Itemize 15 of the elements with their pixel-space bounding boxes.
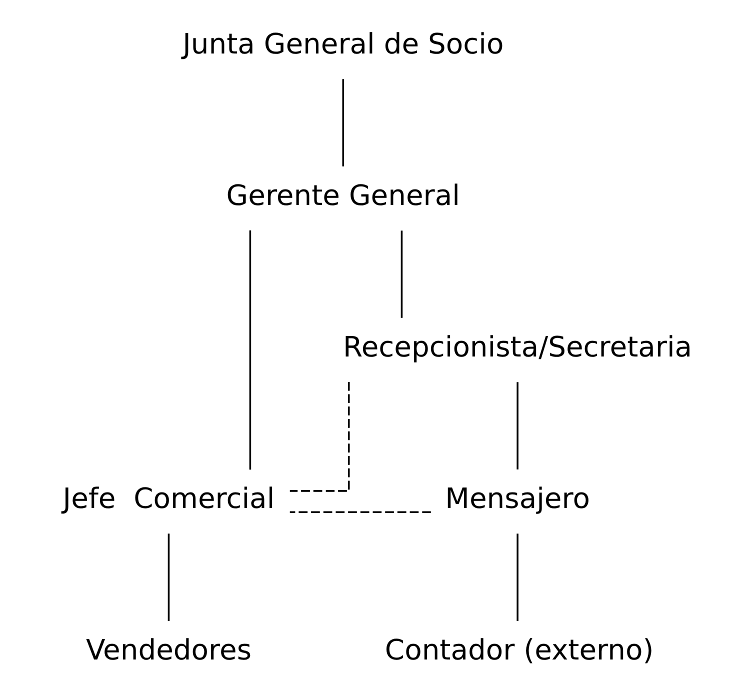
connector	[168, 534, 170, 621]
node-text: Gerente General	[226, 179, 460, 212]
connector	[249, 230, 252, 470]
node-text: Contador (externo)	[384, 634, 654, 667]
node-text: Mensajero	[445, 482, 590, 516]
connector	[290, 511, 431, 513]
connector	[342, 79, 344, 166]
connector	[516, 534, 518, 621]
connector	[290, 382, 350, 492]
node-text: Vendedores	[86, 634, 252, 667]
connector	[516, 382, 518, 470]
connector	[400, 230, 403, 318]
node-text: Recepcionista/Secretaria	[343, 330, 692, 364]
node-text: Jefe Comercial	[62, 482, 275, 516]
node-text: Junta General de Socio	[182, 28, 504, 61]
